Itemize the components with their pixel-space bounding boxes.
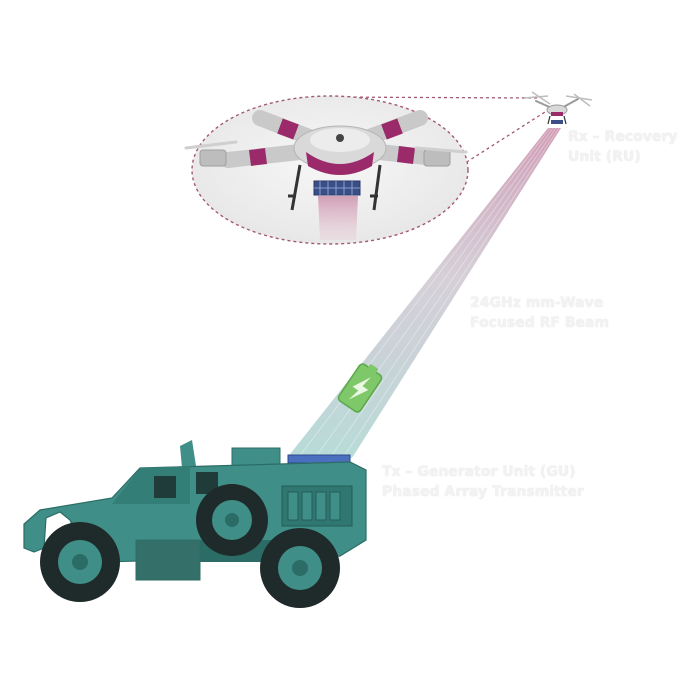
wheel (196, 484, 268, 556)
drone-callout (184, 95, 469, 245)
battery-charging-icon (337, 363, 383, 413)
rx-label-line-2: Unit (RU) (568, 149, 641, 165)
rf-beam-label: 24GHz mm-Wave Focused RF Beam (470, 293, 609, 333)
drone-icon (523, 91, 593, 125)
wheel (40, 522, 120, 602)
wheel (260, 528, 340, 608)
beam-label-line-1: 24GHz mm-Wave (470, 295, 604, 311)
tx-label-line-1: Tx – Generator Unit (GU) (382, 464, 576, 480)
rx-recovery-unit-label: Rx – Recovery Unit (RU) (568, 127, 677, 167)
tx-generator-unit-label: Tx – Generator Unit (GU) Phased Array Tr… (382, 462, 584, 502)
rx-label-line-1: Rx – Recovery (568, 129, 678, 145)
armored-vehicle-icon (23, 440, 367, 608)
tx-label-line-2: Phased Array Transmitter (382, 484, 584, 500)
beam-label-line-2: Focused RF Beam (470, 315, 610, 331)
